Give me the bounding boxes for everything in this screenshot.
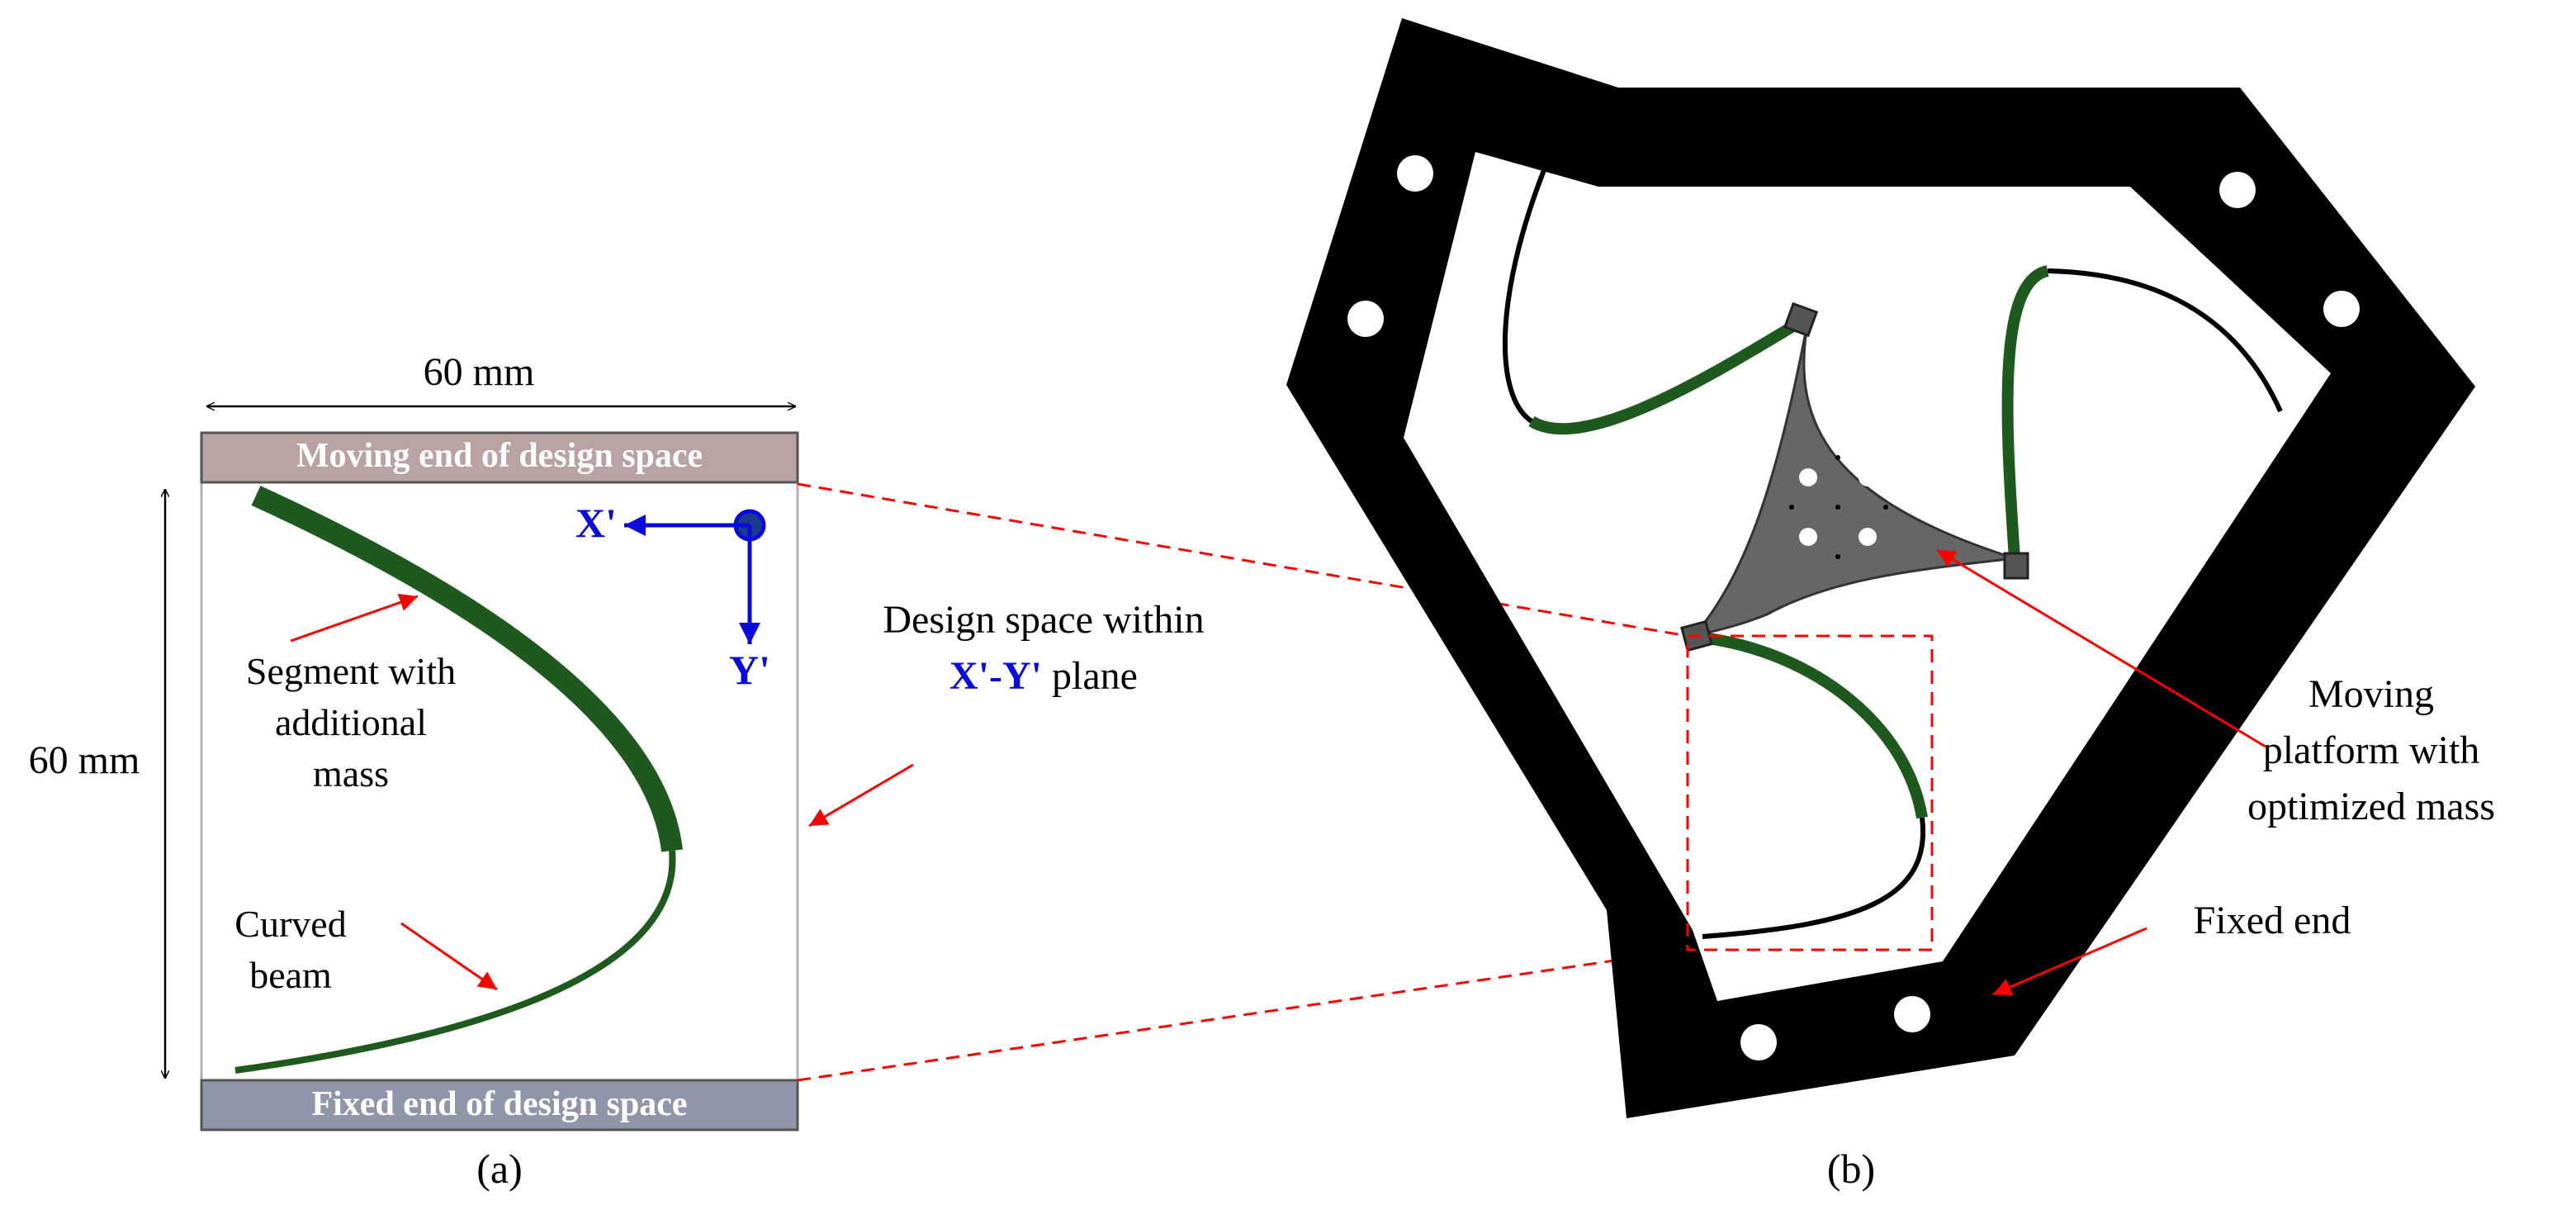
design-space-label-line2: X'-Y' plane [949, 654, 1138, 698]
leg-bottom-thin [1702, 817, 1926, 939]
fixed-end-label-b: Fixed end [2194, 899, 2351, 942]
design-space-axes: X'-Y' [949, 654, 1042, 698]
segment-label-line2: additional [275, 701, 427, 743]
design-space-label-line1: Design space within [883, 598, 1204, 642]
platform-joint [1783, 301, 1819, 338]
width-dimension-label: 60 mm [424, 350, 535, 394]
platform-pointer-arrow [1936, 548, 2266, 748]
leg-top-left-thick [1528, 316, 1803, 435]
panel-a: Moving end of design space Fixed end of … [29, 350, 1205, 1192]
bolt-hole [1347, 301, 1384, 337]
platform-hole [1799, 528, 1817, 546]
curved-beam-label-line2: beam [249, 954, 332, 996]
y-axis-label: Y' [729, 647, 770, 693]
platform-hole [1859, 528, 1877, 546]
platform-dot [1883, 505, 1888, 510]
leg-right-thick [2001, 265, 2050, 559]
zoom-box [1686, 634, 1934, 951]
leg-top-left-thin [1502, 168, 1546, 424]
platform-dot [1835, 554, 1840, 559]
caption-a: (a) [476, 1146, 523, 1192]
platform-label-line2: platform with [2263, 728, 2480, 772]
segment-label-line1: Segment with [246, 650, 456, 692]
fixed-frame [1286, 18, 2475, 1118]
leg-bottom-thick [1702, 632, 1928, 819]
moving-platform [1690, 318, 2015, 638]
fixed-end-pointer-arrow [1992, 927, 2147, 996]
platform-hole [1859, 468, 1877, 486]
platform-hole [1799, 468, 1817, 486]
zoom-connector-top [797, 482, 1688, 638]
segment-pointer-arrow [290, 593, 419, 643]
caption-b: (b) [1827, 1146, 1875, 1192]
bolt-hole [2323, 291, 2360, 327]
platform-dot [1789, 505, 1794, 510]
panel-b: Moving platform with optimized mass Fixe… [1286, 18, 2495, 1192]
leg-right-thin [2047, 268, 2283, 413]
curved-beam-label-line1: Curved [234, 903, 346, 945]
curved-beam-thin-segment [234, 850, 676, 1074]
curved-beam-pointer-arrow [400, 922, 498, 991]
bolt-hole [1894, 996, 1930, 1032]
fixed-end-label: Fixed end of design space [311, 1085, 687, 1123]
platform-dot [1835, 505, 1840, 510]
segment-label-line3: mass [313, 752, 389, 795]
design-space-plane: plane [1042, 654, 1138, 698]
bolt-hole [2219, 172, 2256, 208]
zoom-connector-bottom [797, 948, 1688, 1082]
moving-end-label: Moving end of design space [296, 437, 703, 475]
moving-end-bar [200, 431, 799, 484]
curved-beam-thick-segment [251, 486, 683, 852]
bolt-hole [1397, 155, 1433, 192]
design-space-pointer-arrow [808, 763, 914, 828]
bolt-hole [1740, 1024, 1777, 1060]
platform-label-line1: Moving [2308, 672, 2434, 716]
platform-label-line3: optimized mass [2247, 785, 2495, 828]
fixed-end-bar [200, 1079, 799, 1131]
platform-joint [2003, 552, 2029, 580]
platform-dot [1835, 455, 1840, 460]
x-axis-label: X' [575, 500, 617, 546]
design-space-box [200, 438, 799, 1084]
height-dimension-label: 60 mm [29, 738, 140, 782]
